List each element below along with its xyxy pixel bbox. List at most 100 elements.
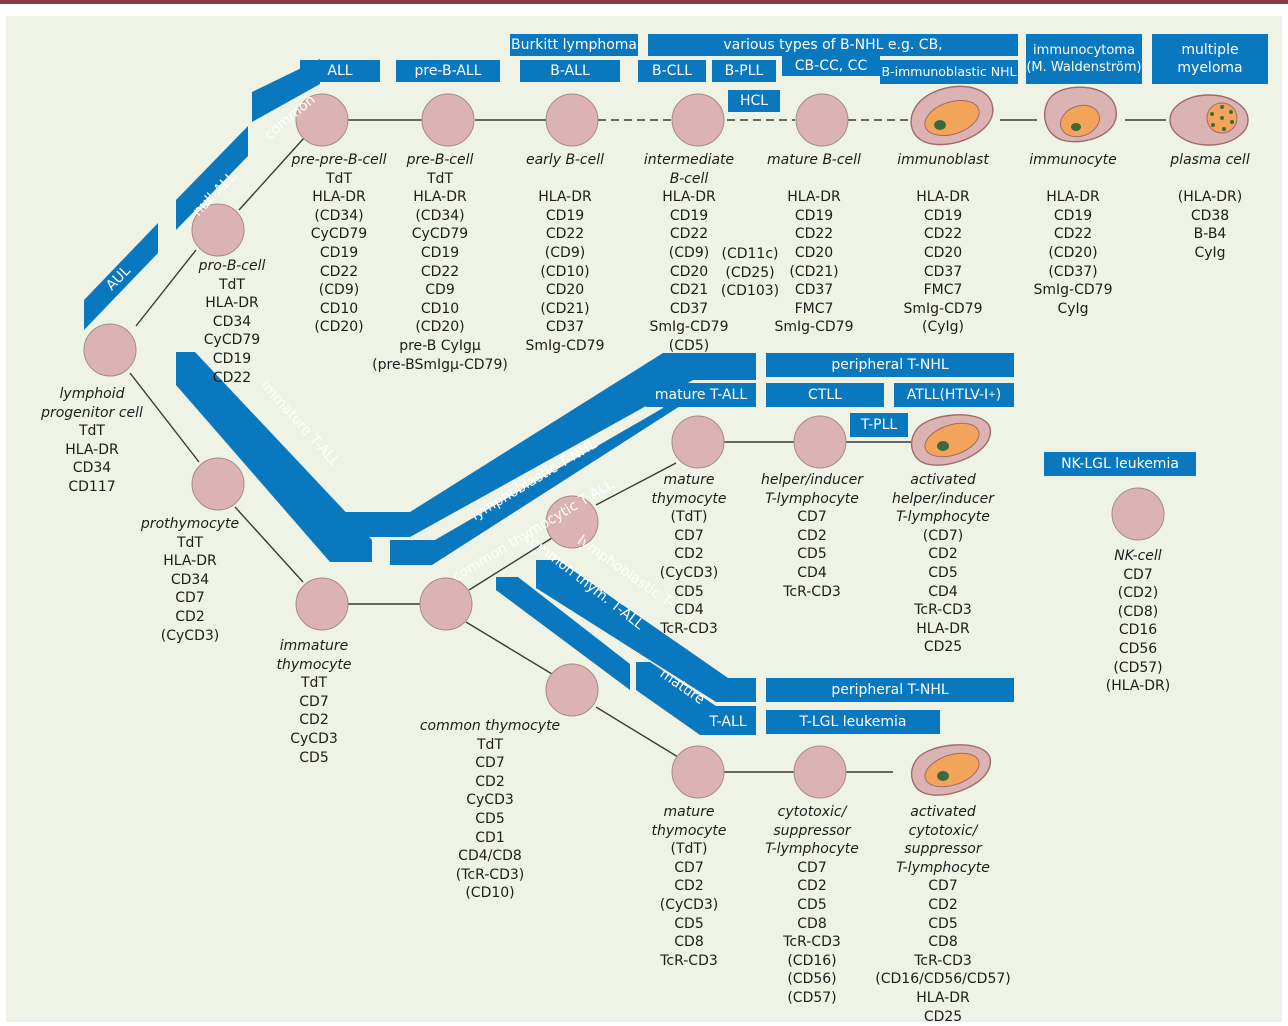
marker-line: CyIg: [1194, 244, 1226, 261]
b-immunoblastic-text: B-immunoblastic NHL: [881, 64, 1017, 79]
b-all-text: B-ALL: [550, 63, 590, 79]
peripheral-t-nhl-lower-box: peripheral T-NHL: [766, 678, 1014, 702]
marker-line: CD7: [475, 755, 505, 772]
marker-line: FMC7: [794, 300, 834, 317]
marker-line: CD20: [545, 282, 585, 299]
marker-line: CD37: [923, 263, 963, 280]
marker-line: CyCD3: [290, 730, 338, 747]
marker-line: TdT: [326, 170, 352, 187]
marker-line: CD22: [1053, 226, 1093, 243]
marker-line: CD22: [420, 263, 460, 280]
cell-title-line: pro-B-cell: [198, 258, 266, 274]
marker-line: (HLA-DR): [1177, 189, 1243, 206]
various-b-nhl-text: various types of B-NHL e.g. CB,: [723, 37, 943, 53]
waldenstrom-text: (M. Waldenström): [1026, 60, 1142, 75]
cells: [83, 93, 1165, 799]
common-thymocyte-cell: [419, 577, 473, 631]
plasma-cell: [1169, 94, 1249, 146]
intermediate-b-cell: [671, 93, 725, 147]
cell-title-line: B-cell: [669, 170, 709, 187]
marker-line: (TdT): [670, 841, 708, 858]
marker-line: CD2: [475, 773, 505, 790]
peripheral-t-nhl-box: peripheral T-NHL: [766, 353, 1014, 377]
marker-line: CD5: [928, 915, 958, 932]
cell-title-line: [526, 170, 605, 189]
marker-line: (CyCD3): [659, 564, 719, 581]
marker-line: HLA-DR: [205, 295, 259, 312]
nk-lgl-box: NK-LGL leukemia: [1044, 452, 1196, 476]
mature-thymocyte-lower-cell: [671, 745, 725, 799]
marker-line: CD5: [299, 749, 329, 766]
marker-line: CD34: [72, 460, 112, 477]
marker-line: TcR-CD3: [660, 620, 718, 637]
marker-line: CD19: [669, 207, 709, 224]
cell-title-line: lymphoid: [59, 386, 125, 402]
marker-line: (CD56): [787, 971, 837, 988]
marker-line: CD7: [299, 693, 329, 710]
marker-line: CD5: [797, 546, 827, 563]
marker-line: (HLA-DR): [1105, 678, 1171, 695]
b-immunoblastic-box: B-immunoblastic NHL: [880, 60, 1018, 84]
t-lgl-text: T-LGL leukemia: [799, 714, 907, 730]
intermediate-extra-label: (CD11c)(CD25)(CD103): [721, 245, 779, 301]
marker-line: CD1: [475, 829, 505, 846]
marker-line: TcR-CD3: [660, 952, 718, 969]
marker-line: (CD9): [544, 244, 586, 261]
marker-line: CD37: [794, 282, 834, 299]
cell-title-line: pre-B-cell: [406, 152, 474, 168]
marker-line: CD4: [674, 602, 704, 619]
marker-line: (CD16/CD56/CD57): [875, 971, 1011, 988]
marker-line: CD10: [420, 300, 460, 317]
marker-line: CD2: [928, 896, 958, 913]
marker-line: CD22: [669, 226, 709, 243]
marker-line: HLA-DR: [312, 189, 366, 206]
cell-title-line: [897, 170, 989, 189]
marker-line: CD20: [669, 263, 709, 280]
marker-line: CD10: [319, 300, 359, 317]
marker-line: FMC7: [923, 282, 963, 299]
lymphoid-progenitor-cell: [83, 323, 137, 377]
marker-line: TdT: [301, 675, 327, 692]
marker-line: CD2: [299, 712, 329, 729]
marker-line: CD5: [674, 583, 704, 600]
cell-title-line: immunoblast: [897, 152, 989, 168]
marker-line: CD7: [674, 527, 704, 544]
cell-title-line: T-lymphocyte: [896, 509, 990, 526]
null-all-banner: [176, 126, 248, 230]
marker-line: CD2: [797, 527, 827, 544]
immature-t-all-banner: [176, 352, 372, 562]
mature-t-all-lower-banner: [636, 662, 756, 735]
atll-text: ATLL(HTLV-I: [906, 387, 989, 403]
marker-line: CD21: [669, 282, 709, 299]
cell-title-line: suppressor: [904, 841, 982, 858]
marker-line: SmIg-CD79: [774, 319, 854, 336]
cell-title-line: intermediate: [643, 152, 735, 168]
marker-line: CyCD3: [466, 792, 514, 809]
marker-line: CD20: [923, 244, 963, 261]
activated-helper-t-cell: [911, 414, 991, 466]
activated-cytotoxic-t-cell: [911, 744, 991, 796]
marker-line: HLA-DR: [787, 189, 841, 206]
marker-line: SmIg-CD79: [1033, 282, 1113, 299]
marker-line: HLA-DR: [1046, 189, 1100, 206]
marker-line: CD117: [68, 478, 116, 495]
b-pll-text: B-PLL: [724, 63, 764, 79]
marker-line: CD25: [923, 1008, 963, 1025]
marker-line: TdT: [427, 170, 453, 187]
marker-line: CD19: [545, 207, 585, 224]
mature-t-all-box: mature T-ALL: [646, 383, 756, 407]
marker-line: SmIg-CD79: [649, 319, 729, 336]
cell-title-line: suppressor: [773, 822, 851, 839]
marker-line: CD8: [674, 934, 704, 951]
marker-line: CD19: [319, 244, 359, 261]
marker-line: CD4: [928, 583, 958, 600]
pre-mature-thymocyte-lower-cell: [545, 663, 599, 717]
common-thymocytic-t-all-banner: [390, 383, 756, 565]
immunocytoma-box: immunocytoma (M. Waldenström): [1026, 34, 1142, 84]
